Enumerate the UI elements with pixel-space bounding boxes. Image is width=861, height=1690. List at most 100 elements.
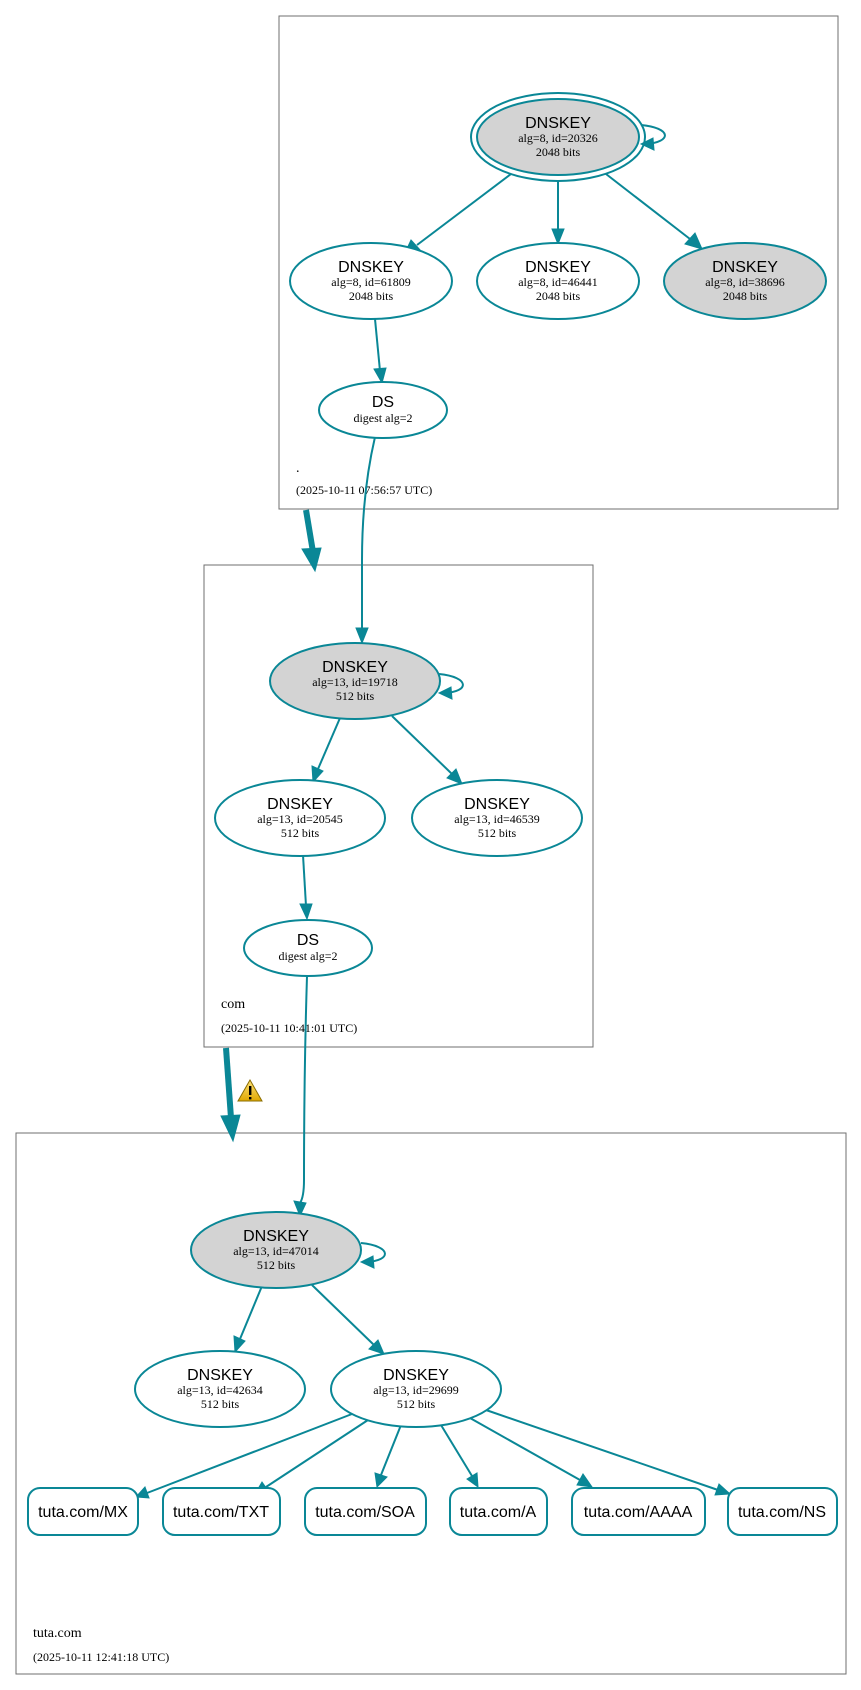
edge-root-ds-com-ksk [361,436,376,630]
node-bits: 2048 bits [349,289,394,303]
arrowhead [293,1200,307,1218]
node-title: DNSKEY [267,796,333,813]
node-title: DNSKEY [243,1228,309,1245]
warning-triangle-icon [237,1078,263,1102]
edge-root-zsk1-ds [374,318,381,372]
arrowhead [714,1483,732,1496]
node-title: DNSKEY [187,1367,253,1384]
rrset-label: tuta.com/MX [38,1504,128,1521]
ds-node-root[interactable]: DS digest alg=2 [318,381,448,439]
node-alg-id: alg=13, id=19718 [312,675,398,689]
node-alg-id: alg=13, id=47014 [233,1244,319,1258]
delegation-edge-com-tuta [223,1047,234,1119]
dnskey-node-com-zsk2[interactable]: DNSKEY alg=13, id=46539 512 bits [411,779,583,857]
arrowhead [466,1472,479,1489]
delegation-arrowhead-com-tuta [220,1114,241,1143]
dnskey-node-tuta-zsk1[interactable]: DNSKEY alg=13, id=42634 512 bits [134,1350,306,1428]
zone-box-com [203,564,594,1048]
node-bits: 512 bits [281,826,320,840]
rrset-label: tuta.com/NS [738,1504,826,1521]
arrowhead [551,228,565,246]
rrset-label: tuta.com/AAAA [584,1504,693,1521]
node-alg-id: alg=8, id=20326 [518,131,598,145]
node-bits: 2048 bits [536,289,581,303]
arrowhead [299,903,313,921]
node-alg-id: alg=8, id=46441 [518,275,598,289]
node-title: DNSKEY [383,1367,449,1384]
node-alg-id: alg=8, id=38696 [705,275,785,289]
edge-zsk-soa [380,1424,402,1476]
node-title: DS [372,394,394,411]
node-bits: 2048 bits [536,145,581,159]
node-alg-id: alg=13, id=46539 [454,812,540,826]
zone-timestamp-root: (2025-10-11 07:56:57 UTC) [296,483,432,497]
node-title: DNSKEY [322,659,388,676]
rrset-node-ns[interactable]: tuta.com/NS [727,1487,838,1536]
node-title: DNSKEY [525,259,591,276]
rrset-node-soa[interactable]: tuta.com/SOA [304,1487,427,1536]
edge-com-ksk-zsk1 [317,717,341,770]
arrowhead [437,686,453,700]
rrset-label: tuta.com/TXT [173,1504,269,1521]
dnskey-node-tuta-zsk2[interactable]: DNSKEY alg=13, id=29699 512 bits [330,1350,502,1428]
arrowhead [446,768,463,785]
edge-com-ksk-zsk2 [391,715,453,775]
rrset-label: tuta.com/A [460,1504,537,1521]
ds-node-com[interactable]: DS digest alg=2 [243,919,373,977]
edge-zsk-a [440,1424,473,1477]
dnskey-node-root-zsk1[interactable]: DNSKEY alg=8, id=61809 2048 bits [289,242,453,320]
node-bits: 512 bits [201,1397,240,1411]
edge-root-ksk-zsk1 [416,173,512,246]
edge-zsk-aaaa [469,1417,581,1481]
node-bits: 512 bits [478,826,517,840]
arrowhead [233,1335,246,1354]
node-alg-id: alg=8, id=61809 [331,275,411,289]
arrowhead [368,1339,385,1355]
rrset-node-aaaa[interactable]: tuta.com/AAAA [571,1487,706,1536]
node-alg-id: alg=13, id=20545 [257,812,343,826]
edge-tuta-ksk-zsk1 [239,1285,263,1340]
edge-tuta-ksk-zsk2 [311,1284,375,1346]
node-title: DNSKEY [712,259,778,276]
edge-com-ds-tuta-ksk [299,975,308,1204]
rrset-node-a[interactable]: tuta.com/A [449,1487,548,1536]
delegation-edge-root-com [303,509,316,553]
arrowhead [374,1472,388,1489]
delegation-arrowhead-root-com [301,547,322,573]
edge-zsk-mx [146,1413,353,1494]
rrset-node-mx[interactable]: tuta.com/MX [27,1487,139,1536]
edge-root-ksk-ksk2 [605,173,691,240]
zone-name-com: com [221,997,245,1012]
zone-name-tuta: tuta.com [33,1626,82,1641]
zone-box-tuta [15,1132,847,1675]
node-title: DNSKEY [464,796,530,813]
edge-zsk-ns [485,1409,719,1491]
dnskey-node-com-ksk[interactable]: DNSKEY alg=13, id=19718 512 bits [269,642,441,720]
node-bits: 512 bits [336,689,375,703]
arrowhead [355,627,369,645]
node-bits: 2048 bits [723,289,768,303]
node-title: DNSKEY [525,115,591,132]
dnskey-node-com-zsk1[interactable]: DNSKEY alg=13, id=20545 512 bits [214,779,386,857]
dnskey-node-tuta-ksk[interactable]: DNSKEY alg=13, id=47014 512 bits [190,1211,362,1289]
node-alg-id: alg=13, id=42634 [177,1383,263,1397]
zone-name-root: . [296,461,300,476]
node-bits: 512 bits [257,1258,296,1272]
node-alg-id: alg=13, id=29699 [373,1383,459,1397]
arrowhead [311,765,324,784]
zone-box-root [278,15,839,510]
dnskey-node-root-ksk2[interactable]: DNSKEY alg=8, id=38696 2048 bits [663,242,827,320]
zone-timestamp-com: (2025-10-11 10:41:01 UTC) [221,1021,357,1035]
rrset-label: tuta.com/SOA [315,1504,415,1521]
rrset-node-txt[interactable]: tuta.com/TXT [162,1487,281,1536]
node-digest: digest alg=2 [278,949,337,963]
zone-timestamp-tuta: (2025-10-11 12:41:18 UTC) [33,1650,169,1664]
arrowhead [576,1473,594,1488]
arrowhead [684,232,703,250]
edge-zsk-txt [265,1419,369,1488]
node-digest: digest alg=2 [353,411,412,425]
dnskey-node-root-ksk[interactable]: DNSKEY alg=8, id=20326 2048 bits [470,92,646,182]
node-title: DNSKEY [338,259,404,276]
dnskey-node-root-zsk2[interactable]: DNSKEY alg=8, id=46441 2048 bits [476,242,640,320]
